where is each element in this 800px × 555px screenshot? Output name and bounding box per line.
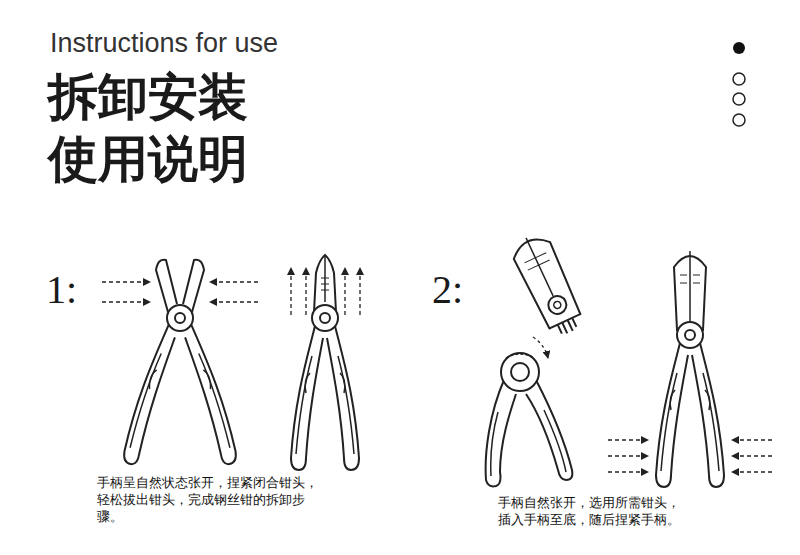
step-number: 2: <box>432 266 463 313</box>
pull-arrows <box>291 268 360 315</box>
insert-arrow <box>533 337 548 358</box>
pliers-handles <box>486 353 573 486</box>
title: 拆卸安装 使用说明 <box>48 66 263 190</box>
squeeze-arrows <box>608 440 772 472</box>
step-caption: 手柄呈自然状态张开，捏紧闭合钳头， 轻松拔出钳头，完成钢丝钳的拆卸步骤。 <box>97 474 329 525</box>
pliers-open <box>123 260 238 468</box>
press-arrows <box>102 282 258 302</box>
page-dots <box>733 42 745 126</box>
subtitle: Instructions for use <box>50 28 278 59</box>
pliers-closed <box>291 255 359 470</box>
pliers-assembled <box>656 251 724 487</box>
pliers-head <box>508 229 588 340</box>
step-caption: 手柄自然张开，选用所需钳头， 插入手柄至底，随后捏紧手柄。 <box>498 494 690 528</box>
step-number: 1: <box>46 266 77 313</box>
